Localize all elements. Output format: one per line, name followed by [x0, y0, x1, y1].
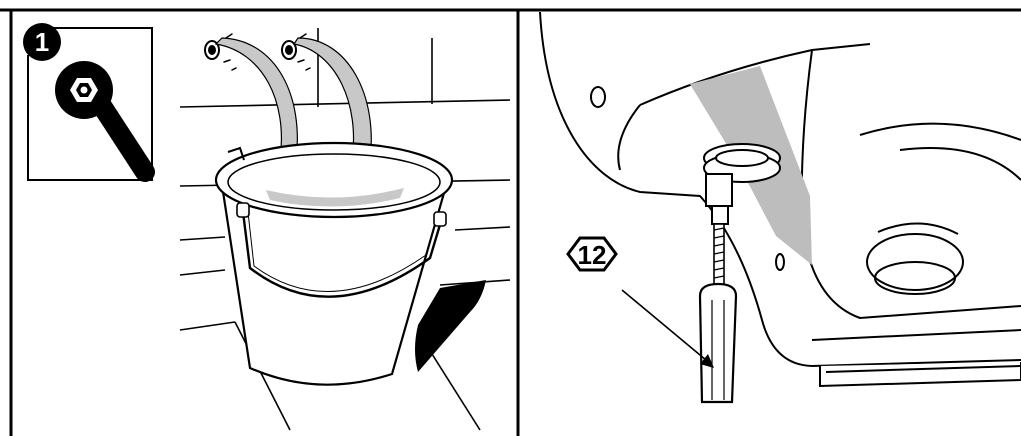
tool-size-label: 12 [578, 240, 607, 270]
step-number-circle [23, 23, 61, 61]
wrench-icon [55, 61, 155, 182]
panel-2: 12 [539, 11, 1021, 404]
panel-1: 1 [23, 23, 511, 431]
step-badge: 1 [23, 23, 153, 181]
hose-clamp [703, 143, 781, 225]
step-number: 1 [35, 27, 49, 57]
diagram-frame [0, 8, 1021, 436]
rim-bracket [819, 362, 1021, 388]
turn-arrow [621, 289, 714, 368]
tool-box-outline [27, 27, 153, 181]
hose-ends [204, 40, 297, 60]
bucket [214, 141, 454, 386]
hex-socket-badge: 12 [566, 236, 618, 272]
hex-socket-screwdriver [698, 223, 738, 404]
bucket-shadow [415, 280, 486, 372]
